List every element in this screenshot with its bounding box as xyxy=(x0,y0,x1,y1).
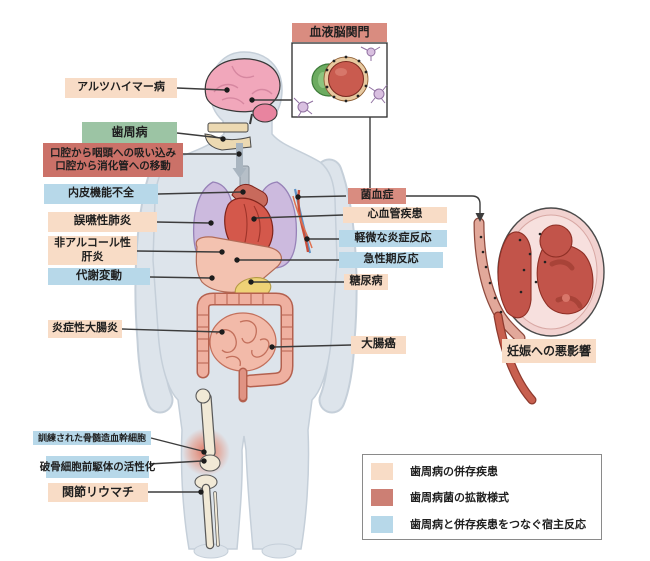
legend-item-host-response: 歯周病と併存疾患をつなぐ宿主反応 xyxy=(371,515,586,533)
femur-knee-illustration xyxy=(194,388,221,550)
legend-swatch-red xyxy=(371,488,393,506)
bbb-illustration xyxy=(291,42,388,118)
legend-swatch-pink xyxy=(371,462,393,480)
bacteremia-arrowhead xyxy=(475,213,485,222)
label-nafld-line1: 非アルコール性 xyxy=(54,237,131,250)
label-cardiovascular-disease: 心血管疾患 xyxy=(343,207,447,223)
connector-lines xyxy=(121,87,481,493)
fetus-illustration xyxy=(473,207,605,405)
label-acute-phase-response: 急性期反応 xyxy=(339,252,443,268)
label-metabolic-changes: 代謝変動 xyxy=(48,268,150,285)
connector-dots xyxy=(198,87,310,495)
label-osteoclast-precursor-activation: 破骨細胞前駆体の活性化 xyxy=(40,456,155,478)
label-rheumatoid-arthritis: 関節リウマチ xyxy=(48,483,148,502)
legend-label-comorbidity: 歯周病の併存疾患 xyxy=(410,466,498,478)
label-colon-cancer: 大腸癌 xyxy=(351,336,406,354)
swallow-arrow xyxy=(232,143,247,178)
label-alzheimer: アルツハイマー病 xyxy=(65,78,177,98)
label-oral-routes: 口腔から咽頭への吸い込み 口腔から消化管への移動 xyxy=(43,143,183,177)
label-aspiration-pneumonia: 誤嚥性肺炎 xyxy=(48,212,157,232)
label-trained-hsc: 訓練された骨髄造血幹細胞 xyxy=(33,431,151,445)
label-pregnancy-adverse-effect: 妊娠への悪影響 xyxy=(502,339,596,363)
label-mild-inflammatory-response: 軽微な炎症反応 xyxy=(339,230,447,247)
intestines-illustration xyxy=(196,292,294,403)
label-nonalcoholic-hepatitis: 非アルコール性 肝炎 xyxy=(48,236,137,265)
label-blood-brain-barrier: 血液脳関門 xyxy=(292,23,387,42)
label-nafld-line2: 肝炎 xyxy=(81,250,104,263)
brain-illustration xyxy=(204,58,281,125)
legend-item-comorbidity: 歯周病の併存疾患 xyxy=(371,462,498,480)
label-diabetes: 糖尿病 xyxy=(344,274,388,290)
legend-label-host-response: 歯周病と併存疾患をつなぐ宿主反応 xyxy=(410,519,586,531)
label-inflammatory-bowel-disease: 炎症性大腸炎 xyxy=(48,320,122,338)
label-periodontal-disease: 歯周病 xyxy=(82,122,177,143)
legend-item-spread: 歯周病菌の拡散様式 xyxy=(371,488,509,506)
label-oral-route-line1: 口腔から咽頭への吸い込み xyxy=(50,147,176,160)
legend-box: 歯周病の併存疾患 歯周病菌の拡散様式 歯周病と併存疾患をつなぐ宿主反応 xyxy=(362,454,602,540)
legend-swatch-blue xyxy=(371,515,393,533)
label-endothelial-dysfunction: 内皮機能不全 xyxy=(44,184,158,204)
label-oral-route-line2: 口腔から消化管への移動 xyxy=(55,160,171,172)
label-bacteremia: 菌血症 xyxy=(348,188,406,204)
legend-label-spread: 歯周病菌の拡散様式 xyxy=(410,492,509,504)
